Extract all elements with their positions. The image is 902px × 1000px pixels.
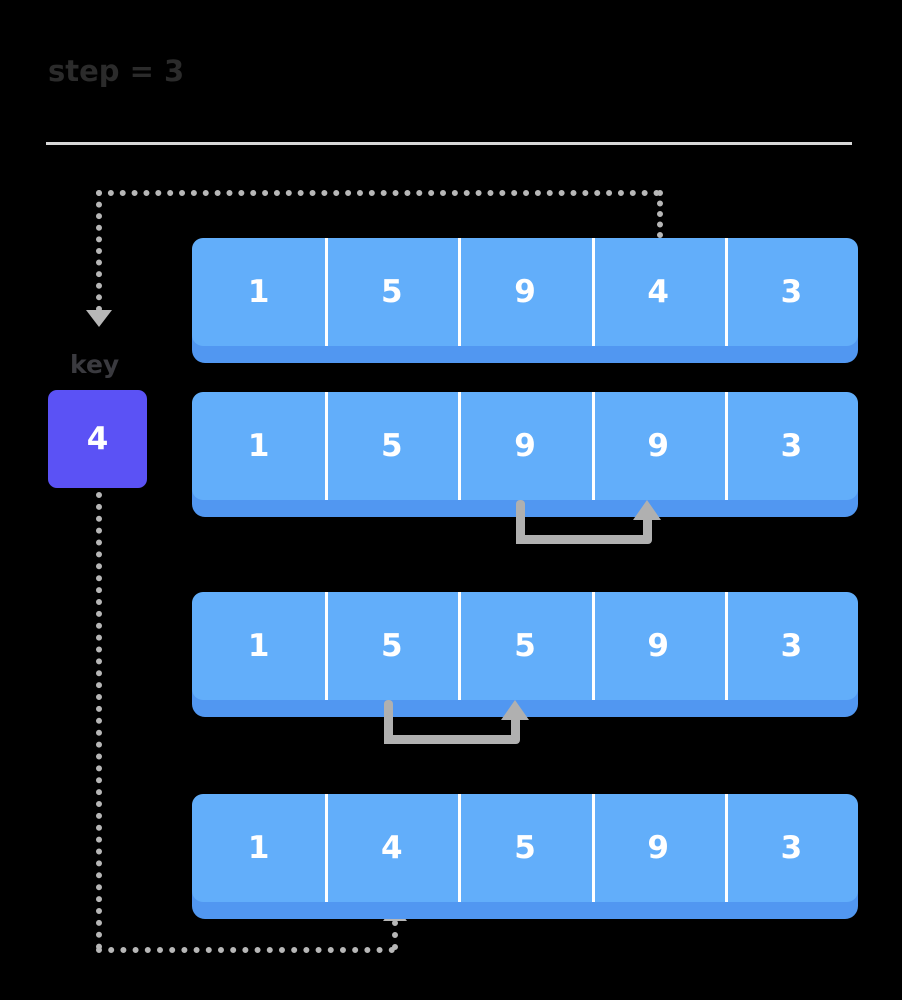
extract-path-arrowhead-icon	[86, 310, 112, 327]
shift-arrow-row-3	[384, 700, 529, 748]
shift-arrow-right-segment	[511, 718, 520, 740]
shift-arrow-row-2	[516, 500, 661, 548]
cell-value: 1	[247, 427, 270, 464]
array-cell: 5	[458, 592, 591, 700]
cell-value: 5	[381, 427, 403, 464]
cell-value: 9	[514, 427, 536, 464]
array-cell: 3	[724, 392, 858, 500]
page-title: step = 3	[48, 54, 185, 88]
array-cell: 3	[724, 592, 858, 700]
array-row: 1 4 5 9 3	[192, 794, 858, 919]
array-row: 1 5 9 9 3	[192, 392, 858, 517]
cell-value: 4	[647, 273, 669, 310]
cell-value: 1	[247, 829, 270, 866]
insert-path-across-segment	[96, 947, 395, 953]
shift-arrow-left-segment	[516, 500, 525, 544]
array-cell: 4	[591, 238, 725, 346]
array-body: 1 5 9 4 3	[192, 238, 858, 346]
key-value: 4	[86, 420, 109, 457]
insert-path-down-segment	[96, 492, 102, 950]
array-cell: 5	[458, 794, 591, 902]
array-cell: 1	[192, 794, 325, 902]
shift-arrow-head-icon	[501, 700, 529, 720]
array-cell: 1	[192, 238, 325, 346]
array-cell: 3	[724, 794, 858, 902]
array-body: 1 5 9 9 3	[192, 392, 858, 500]
cell-value: 3	[780, 427, 803, 464]
header-divider	[46, 142, 852, 145]
key-label: key	[70, 350, 120, 379]
shift-arrow-bottom-segment	[516, 535, 652, 544]
cell-value: 3	[780, 273, 803, 310]
shift-arrow-left-segment	[384, 700, 393, 744]
cell-value: 5	[381, 627, 403, 664]
cell-value: 5	[514, 829, 536, 866]
cell-value: 9	[647, 427, 669, 464]
array-cell: 9	[458, 238, 591, 346]
extract-path-down-segment	[96, 190, 102, 312]
cell-value: 9	[647, 627, 669, 664]
cell-value: 1	[247, 273, 270, 310]
array-cell: 9	[591, 592, 725, 700]
cell-value: 9	[514, 273, 536, 310]
cell-value: 3	[780, 627, 803, 664]
cell-value: 4	[381, 829, 403, 866]
extract-path-across-segment	[96, 190, 660, 196]
array-cell: 9	[458, 392, 591, 500]
array-cell: 4	[325, 794, 458, 902]
key-box: 4	[48, 390, 147, 488]
cell-value: 5	[381, 273, 403, 310]
array-cell: 9	[591, 392, 725, 500]
cell-value: 1	[247, 627, 270, 664]
cell-value: 3	[780, 829, 803, 866]
array-cell: 9	[591, 794, 725, 902]
cell-value: 5	[514, 627, 536, 664]
array-cell: 3	[724, 238, 858, 346]
array-cell: 1	[192, 392, 325, 500]
array-cell: 5	[325, 392, 458, 500]
shift-arrow-bottom-segment	[384, 735, 520, 744]
array-row: 1 5 5 9 3	[192, 592, 858, 717]
array-cell: 5	[325, 238, 458, 346]
extract-path-up-segment	[657, 190, 663, 238]
cell-value: 9	[647, 829, 669, 866]
array-body: 1 5 5 9 3	[192, 592, 858, 700]
array-body: 1 4 5 9 3	[192, 794, 858, 902]
array-cell: 1	[192, 592, 325, 700]
array-cell: 5	[325, 592, 458, 700]
array-row: 1 5 9 4 3	[192, 238, 858, 363]
shift-arrow-head-icon	[633, 500, 661, 520]
shift-arrow-right-segment	[643, 518, 652, 540]
insert-path-up-segment	[392, 920, 398, 950]
